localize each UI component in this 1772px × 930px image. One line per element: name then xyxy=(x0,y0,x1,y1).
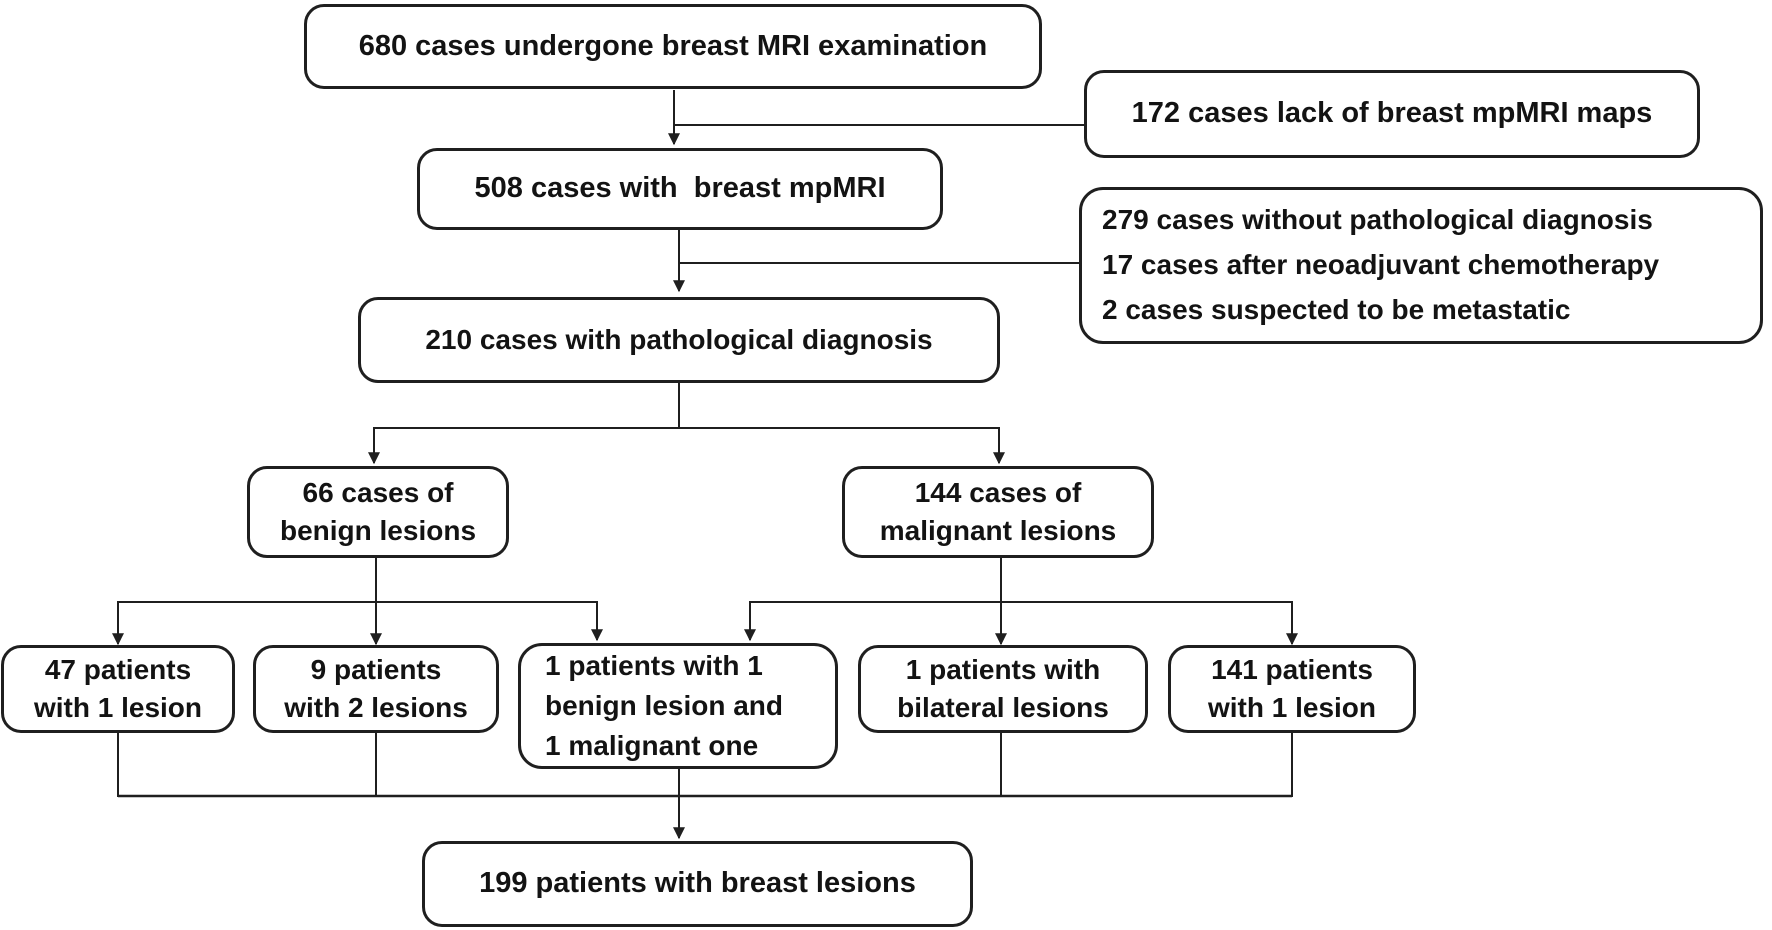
node-malignant-bilateral: 1 patients with bilateral lesions xyxy=(858,645,1148,733)
node-malignant: 144 cases of malignant lesions xyxy=(842,466,1154,558)
node-lack-mpmri-excluded: 172 cases lack of breast mpMRI maps xyxy=(1084,70,1700,158)
node-mixed-benign-malignant: 1 patients with 1 benign lesion and 1 ma… xyxy=(518,643,838,769)
node-malignant-1-lesion: 141 patients with 1 lesion xyxy=(1168,645,1416,733)
node-benign: 66 cases of benign lesions xyxy=(247,466,509,558)
node-with-mpmri: 508 cases with breast mpMRI xyxy=(417,148,943,230)
node-benign-1-lesion: 47 patients with 1 lesion xyxy=(1,645,235,733)
node-total-mri-cases: 680 cases undergone breast MRI examinati… xyxy=(304,4,1042,89)
node-benign-2-lesions: 9 patients with 2 lesions xyxy=(253,645,499,733)
node-excluded-no-pathology: 279 cases without pathological diagnosis… xyxy=(1079,187,1763,344)
node-final-patients: 199 patients with breast lesions xyxy=(422,841,973,927)
node-with-pathology: 210 cases with pathological diagnosis xyxy=(358,297,1000,383)
